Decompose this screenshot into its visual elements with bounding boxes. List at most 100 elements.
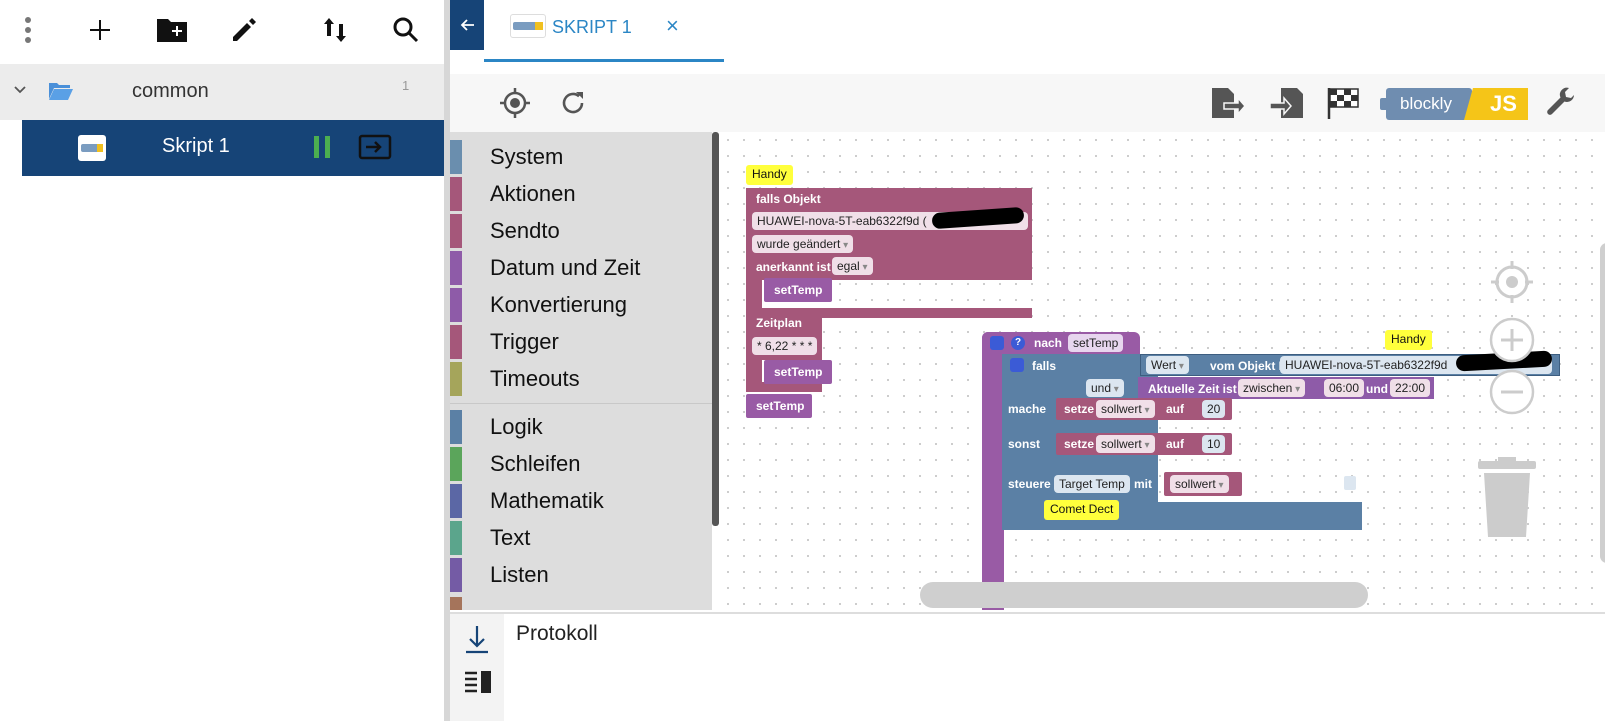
- sort-icon[interactable]: [313, 8, 357, 52]
- blockly-script-icon: [78, 135, 106, 161]
- checkered-flag-icon[interactable]: [1324, 84, 1362, 122]
- more-vert-icon[interactable]: [6, 8, 50, 52]
- workspace-horizontal-scrollbar[interactable]: [920, 582, 1368, 608]
- panel-divider[interactable]: [444, 0, 450, 721]
- blockly-mode-label: blockly: [1400, 94, 1452, 113]
- category-mathematik[interactable]: Mathematik: [450, 484, 712, 518]
- block-text-aktuelle-zeit-ist: Aktuelle Zeit ist: [1148, 382, 1237, 396]
- edit-icon[interactable]: [222, 8, 266, 52]
- dropdown-wurde-geaendert[interactable]: wurde geändert: [752, 235, 854, 253]
- category-label: Aktionen: [490, 181, 576, 206]
- help-icon[interactable]: ?: [1011, 336, 1025, 350]
- block-text-setze: setze: [1064, 437, 1095, 451]
- dropdown-zwischen[interactable]: zwischen: [1238, 379, 1306, 397]
- category-swatch: [450, 484, 462, 518]
- call-settemp-block[interactable]: [764, 278, 832, 302]
- locate-icon[interactable]: [496, 84, 534, 122]
- cron-field[interactable]: * 6,22 * * *: [752, 337, 818, 355]
- gear-icon[interactable]: [990, 336, 1004, 350]
- dropdown-wert[interactable]: Wert: [1146, 356, 1189, 374]
- block-comment-comet-dect[interactable]: Comet Dect: [1044, 500, 1120, 520]
- block-text-mit-verzoegerung: mit Verzögerung: [1246, 477, 1341, 491]
- gear-icon[interactable]: [1010, 358, 1024, 372]
- dropdown-variable-sollwert[interactable]: sollwert: [1170, 475, 1229, 493]
- trigger-block-stem: [746, 280, 762, 308]
- workspace-vertical-scrollbar[interactable]: [1600, 243, 1605, 563]
- delay-checkbox[interactable]: [1344, 476, 1356, 490]
- export-icon[interactable]: [1209, 84, 1247, 122]
- tab-skript-1[interactable]: SKRIPT 1 ×: [484, 0, 724, 62]
- folder-count: 1: [402, 78, 410, 93]
- pause-icon[interactable]: [312, 134, 332, 165]
- category-swatch: [450, 447, 462, 481]
- time-to-field[interactable]: 22:00: [1390, 379, 1431, 397]
- number-field[interactable]: 20: [1202, 400, 1226, 418]
- number-field[interactable]: 10: [1202, 435, 1226, 453]
- search-icon[interactable]: [384, 8, 428, 52]
- category-separator: [450, 403, 712, 404]
- chevron-down-icon[interactable]: [14, 82, 26, 100]
- tree-folder-common[interactable]: common 1: [0, 64, 444, 120]
- category-logik[interactable]: Logik: [450, 410, 712, 444]
- scroll-to-bottom-icon[interactable]: [464, 624, 490, 659]
- script-name: Skript 1: [162, 135, 230, 157]
- block-comment-handy[interactable]: Handy: [1385, 330, 1432, 350]
- target-object-field[interactable]: Target Temp: [1054, 475, 1130, 493]
- import-icon[interactable]: [1268, 84, 1306, 122]
- center-workspace-icon[interactable]: [1488, 258, 1536, 306]
- log-list-icon[interactable]: [464, 670, 492, 699]
- zoom-out-icon[interactable]: [1488, 368, 1536, 416]
- category-system[interactable]: System: [450, 140, 712, 174]
- function-name-field[interactable]: setTemp: [1068, 334, 1124, 352]
- tab-active-indicator: [484, 59, 724, 62]
- block-text-setze: setze: [1064, 402, 1095, 416]
- category-timeouts[interactable]: Timeouts: [450, 362, 712, 396]
- category-aktionen[interactable]: Aktionen: [450, 177, 712, 211]
- block-category-list: System Aktionen Sendto Datum und Zeit Ko…: [450, 132, 712, 610]
- dropdown-variable-sollwert[interactable]: sollwert: [1096, 400, 1155, 418]
- protocol-panel: Protokoll: [450, 612, 1605, 721]
- time-from-field[interactable]: 06:00: [1324, 379, 1365, 397]
- category-swatch: [450, 362, 462, 396]
- category-trigger[interactable]: Trigger: [450, 325, 712, 359]
- refresh-icon[interactable]: [554, 84, 592, 122]
- category-label: Konvertierung: [490, 292, 627, 317]
- block-comment-handy[interactable]: Handy: [746, 165, 793, 185]
- block-text-settemp: setTemp: [774, 365, 823, 379]
- category-schleifen[interactable]: Schleifen: [450, 447, 712, 481]
- schedule-block-footer: [746, 382, 822, 392]
- category-label: Trigger: [490, 329, 559, 354]
- back-arrow-icon[interactable]: [450, 0, 484, 50]
- tree-item-skript-1[interactable]: Skript 1: [22, 120, 444, 176]
- category-label: Timeouts: [490, 366, 580, 391]
- block-text-nach: nach: [1034, 336, 1063, 350]
- wrench-icon[interactable]: [1542, 84, 1580, 122]
- open-script-icon[interactable]: [358, 134, 392, 165]
- blockly-js-toggle[interactable]: blockly JS: [1380, 86, 1528, 122]
- category-swatch: [450, 558, 462, 592]
- trigger-on-object-block[interactable]: [746, 188, 1032, 280]
- trash-icon[interactable]: [1476, 457, 1538, 539]
- blockly-workspace[interactable]: Handy falls Objekt HUAWEI-nova-5T-eab632…: [720, 132, 1605, 610]
- category-scrollbar[interactable]: [712, 132, 719, 526]
- dropdown-variable-sollwert[interactable]: sollwert: [1096, 435, 1155, 453]
- category-swatch: [450, 410, 462, 444]
- add-icon[interactable]: [78, 8, 122, 52]
- category-sendto[interactable]: Sendto: [450, 214, 712, 248]
- category-text[interactable]: Text: [450, 521, 712, 555]
- schedule-block-stem: [746, 360, 762, 382]
- category-swatch: [450, 521, 462, 555]
- close-tab-icon[interactable]: ×: [666, 13, 679, 38]
- call-settemp-block[interactable]: [764, 360, 832, 384]
- category-listen[interactable]: Listen: [450, 558, 712, 592]
- dropdown-egal[interactable]: egal: [832, 257, 873, 275]
- block-text-auf: auf: [1166, 402, 1184, 416]
- call-settemp-block[interactable]: [746, 394, 812, 418]
- blockly-mode-badge: [1386, 88, 1472, 120]
- js-mode-label: JS: [1490, 91, 1517, 116]
- dropdown-und[interactable]: und: [1086, 379, 1124, 397]
- zoom-in-icon[interactable]: [1488, 316, 1536, 364]
- new-folder-icon[interactable]: [150, 8, 194, 52]
- category-datum-und-zeit[interactable]: Datum und Zeit: [450, 251, 712, 285]
- category-konvertierung[interactable]: Konvertierung: [450, 288, 712, 322]
